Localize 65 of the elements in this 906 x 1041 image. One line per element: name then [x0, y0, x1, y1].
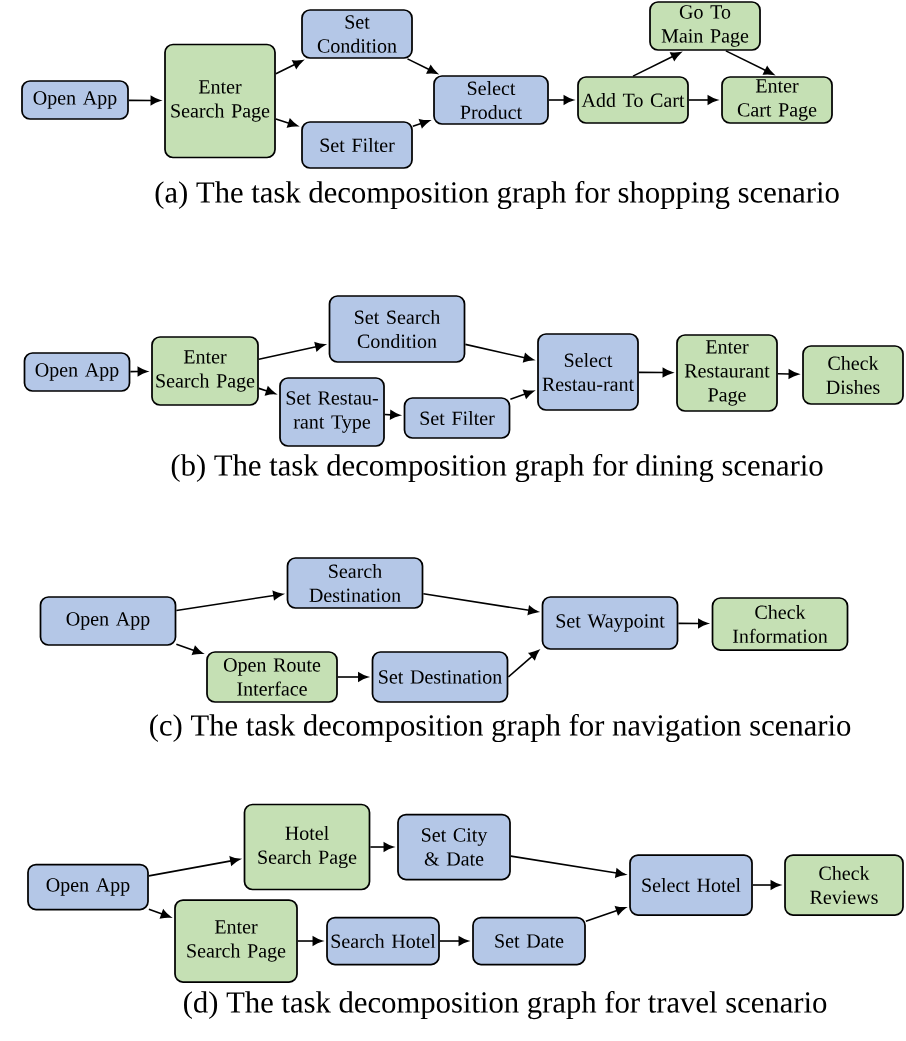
process-box: Check Reviews [784, 854, 904, 916]
arrow [148, 856, 241, 877]
process-box: Set Date [472, 916, 586, 966]
process-box: Check Dishes [802, 345, 904, 405]
arrow [548, 95, 574, 105]
arrow [725, 50, 774, 75]
arrow [412, 119, 430, 128]
process-box: Enter Restaurant Page [676, 334, 778, 412]
process-box: Open App [27, 863, 149, 911]
arrow [509, 389, 534, 401]
process-box: Set Destination [371, 651, 509, 703]
arrow [175, 590, 284, 612]
process-box: Open Route Interface [206, 651, 338, 703]
process-box: Set Filter [301, 121, 413, 169]
arrow [688, 95, 718, 105]
arrow [369, 842, 394, 852]
arrow [406, 58, 438, 74]
process-box: Enter Search Page [174, 899, 298, 983]
caption: (a) The task decomposition graph for shopping scenario [155, 180, 839, 210]
process-box: Set City & Date [397, 813, 511, 881]
process-box: Enter Search Page [151, 336, 259, 406]
process-box: Search Hotel [326, 916, 440, 966]
arrow [258, 342, 326, 361]
arrow [148, 908, 171, 919]
process-box: Open App [23, 352, 131, 392]
caption: (c) The task decomposition graph for navigation scenario [150, 713, 851, 743]
arrow [128, 95, 161, 106]
arrow [585, 906, 626, 923]
arrow [507, 650, 540, 678]
process-box: Set Restau-rant Type [279, 377, 385, 447]
process-box: Select Hotel [629, 854, 753, 916]
process-box: Enter Cart Page [721, 76, 833, 124]
arrow [337, 672, 369, 682]
arrow [464, 343, 534, 363]
process-box: Open App [39, 596, 177, 646]
arrow [129, 366, 148, 377]
process-box: Set Search Condition [328, 295, 466, 363]
process-box: Set Filter [403, 397, 511, 439]
process-box: Set Waypoint [541, 596, 679, 650]
caption: (b) The task decomposition graph for dining scenario [171, 453, 823, 483]
caption: (d) The task decomposition graph for travel scenario [184, 990, 827, 1020]
process-box: Search Destination [286, 557, 424, 609]
process-box: Hotel Search Page [243, 803, 371, 891]
arrow [777, 369, 799, 379]
arrow [632, 52, 681, 77]
arrow [677, 618, 709, 629]
arrow [638, 367, 673, 378]
process-box: Set Condition [301, 9, 413, 59]
process-box: Add To Cart [577, 76, 689, 124]
process-box: Select Restau-rant [537, 333, 639, 411]
arrow [297, 936, 323, 946]
process-box: Enter Search Page [164, 43, 276, 159]
arrow [752, 880, 781, 890]
process-box: Go To Main Page [649, 1, 761, 51]
process-box: Select Product [433, 75, 549, 125]
process-box: Open App [21, 80, 129, 120]
arrow [275, 60, 303, 75]
arrow [384, 410, 401, 420]
arrow [175, 643, 203, 655]
arrow [258, 386, 276, 396]
arrow [275, 118, 298, 128]
arrow [510, 855, 626, 878]
process-box: Check Information [711, 597, 849, 651]
arrow [439, 936, 469, 946]
arrow [422, 592, 539, 615]
